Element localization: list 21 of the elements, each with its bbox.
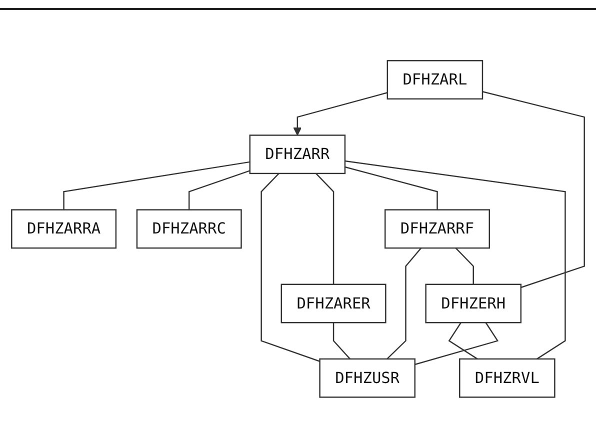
connector [316, 173, 334, 284]
connector [260, 173, 320, 362]
connector [188, 170, 250, 210]
connector [344, 166, 438, 210]
connector [386, 248, 422, 360]
connector [482, 91, 585, 288]
arrow [293, 92, 388, 136]
connector [63, 161, 250, 210]
connector [414, 322, 499, 366]
node-box: DFHZARRF [384, 209, 490, 249]
node-box: DFHZARRA [11, 209, 117, 249]
connector [344, 160, 566, 360]
connector [332, 322, 350, 360]
node-box: DFHZUSR [319, 358, 416, 398]
node-box: DFHZARRC [136, 209, 242, 249]
node-box: DFHZERH [425, 284, 522, 324]
node-box: DFHZARR [249, 134, 346, 174]
connector [455, 248, 474, 284]
node-box: DFHZARL [386, 60, 484, 100]
node-box: DFHZARER [280, 284, 386, 324]
node-box: DFHZRVL [459, 358, 556, 398]
